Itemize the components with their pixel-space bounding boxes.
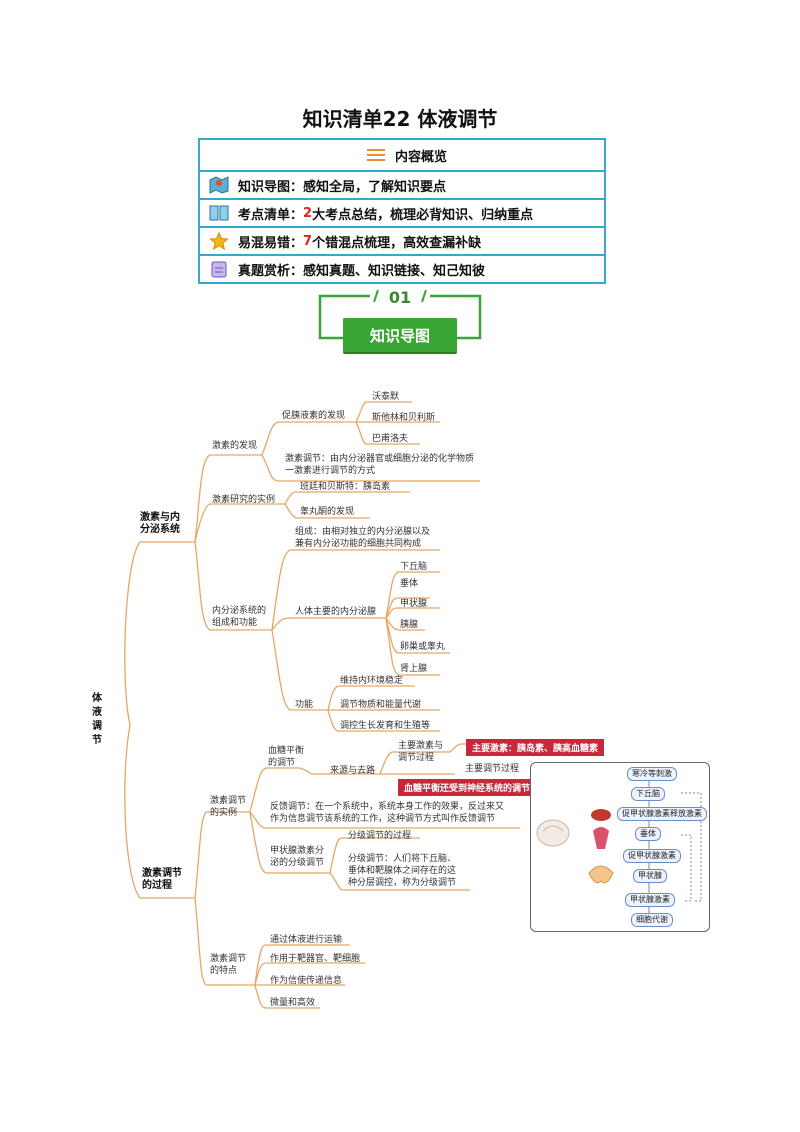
section-label: 知识导图 xyxy=(343,318,457,352)
overview-row-label: 考点清单： xyxy=(238,207,304,223)
section-badge-frame xyxy=(318,289,482,340)
mindmap-node-gland: 垂体 xyxy=(400,579,419,589)
mindmap-node-blood-sugar: 血糖平衡 的调节 xyxy=(268,746,305,768)
page-title: 知识清单22 体液调节 xyxy=(302,107,498,131)
overview-row-label: 知识导图： xyxy=(238,179,304,195)
overview-row-number: 7 xyxy=(303,233,313,249)
mindmap-connectors xyxy=(124,401,520,1009)
overview-row-text: 大考点总结，梳理必背知识、归纳重点 xyxy=(312,207,534,223)
overview-row-checklist: 考点清单： 2 大考点总结，梳理必背知识、归纳重点 xyxy=(200,198,604,226)
overview-row-text: 个错混点梳理，高效查漏补缺 xyxy=(312,235,482,251)
mindmap-node-discovery: 激素的发现 xyxy=(212,441,258,451)
mindmap-node-func-item: 调节物质和能量代谢 xyxy=(340,700,422,710)
diagram-box: 促甲状腺激素释放激素 xyxy=(617,807,707,821)
thyroid-diagram-art xyxy=(536,779,702,913)
highlight-nervous-regulation: 血糖平衡还受到神经系统的调节 xyxy=(398,779,537,796)
mindmap-node-function: 功能 xyxy=(295,700,314,710)
mindmap-node-trait: 通过体液进行运输 xyxy=(270,935,343,945)
overview-row-exam: 真题赏析： 感知真题、知识链接、知己知彼 xyxy=(200,254,604,282)
mindmap-node-examples: 激素调节 的实例 xyxy=(210,796,247,818)
mindmap-node-gland: 下丘脑 xyxy=(400,562,428,572)
diagram-box: 促甲状腺激素 xyxy=(623,849,681,863)
list-icon xyxy=(365,146,387,164)
mindmap-node-main-process: 主要调节过程 xyxy=(465,764,520,774)
section-number: 01 xyxy=(388,288,412,307)
mindmap-node-research: 激素研究的实例 xyxy=(212,495,276,505)
mindmap-node-feedback: 反馈调节：在一个系统中，系统本身工作的效果，反过来又 作为信息调节该系统的工作，… xyxy=(270,802,505,824)
overview-row-mistakes: 易混易错： 7 个错混点梳理，高效查漏补缺 xyxy=(200,226,604,254)
mindmap-node-traits: 激素调节 的特点 xyxy=(210,954,247,976)
thyroid-diagram: 寒冷等刺激 下丘脑 促甲状腺激素释放激素 垂体 促甲状腺激素 甲状腺 甲状腺激素… xyxy=(530,762,710,932)
star-icon xyxy=(208,232,230,250)
mindmap-node-hormone-regulation: 激素调节：由内分泌器官或细胞分泌的化学物质 一激素进行调节的方式 xyxy=(285,454,475,476)
mindmap-node-main-hormones: 主要激素与 调节过程 xyxy=(398,741,444,763)
mindmap-node-trait: 作为信使传递信息 xyxy=(270,976,343,986)
mindmap-node-gland: 肾上腺 xyxy=(400,664,428,674)
mindmap-node-scientist: 巴甫洛夫 xyxy=(372,434,409,444)
mindmap-node-hierarchy: 分级调节：人们将下丘脑、 垂体和靶腺体之间存在的这 种分层调控，称为分级调节 xyxy=(348,854,457,888)
diagram-box: 甲状腺激素 xyxy=(625,893,675,907)
diagram-box: 下丘脑 xyxy=(631,787,665,801)
mindmap-branch-hormone-system: 激素与内 分泌系统 xyxy=(140,512,180,535)
overview-row-text: 感知全局，了解知识要点 xyxy=(303,179,447,195)
mindmap-node-thyroid: 甲状腺激素分 泌的分级调节 xyxy=(270,846,325,868)
overview-row-text: 感知真题、知识链接、知己知彼 xyxy=(303,263,486,279)
book-icon xyxy=(208,204,230,222)
mindmap-root: 体 液 调 节 xyxy=(92,693,102,746)
overview-row-label: 真题赏析： xyxy=(238,263,304,279)
mindmap-node-gland: 胰腺 xyxy=(400,620,419,630)
mindmap-node-gland: 甲状腺 xyxy=(400,599,428,609)
mindmap-node-gland: 卵巢或睾丸 xyxy=(400,642,446,652)
mindmap-node-scientist: 斯他林和贝利斯 xyxy=(372,413,436,423)
mindmap-node-source: 来源与去路 xyxy=(330,766,376,776)
map-icon xyxy=(208,176,230,194)
diagram-box: 寒冷等刺激 xyxy=(627,767,677,781)
mindmap-node-secretin: 促胰液素的发现 xyxy=(282,411,346,421)
mindmap-branch-process: 激素调节 的过程 xyxy=(142,868,182,891)
mindmap-node-endocrine: 内分泌系统的 组成和功能 xyxy=(212,606,267,628)
overview-header-text: 内容概览 xyxy=(394,149,447,165)
diagram-box: 甲状腺 xyxy=(633,869,667,883)
diagram-box: 垂体 xyxy=(635,827,661,841)
mindmap-node-testosterone: 睾丸酮的发现 xyxy=(300,507,355,517)
overview-table: 内容概览 知识导图： 感知全局，了解知识要点 考点清单： 2 大考点总结，梳理必… xyxy=(198,138,606,284)
overview-row-label: 易混易错： xyxy=(238,235,304,251)
overview-row-map: 知识导图： 感知全局，了解知识要点 xyxy=(200,170,604,198)
mindmap-node-trait: 微量和高效 xyxy=(270,998,316,1008)
mindmap-node-composition: 组成：由相对独立的内分泌腺以及 兼有内分泌功能的细胞共同构成 xyxy=(295,527,431,549)
overview-header: 内容概览 xyxy=(200,140,604,170)
mindmap-node-func-item: 维持内环境稳定 xyxy=(340,676,404,686)
mindmap-node-glands: 人体主要的内分泌腺 xyxy=(295,607,377,617)
highlight-main-hormones: 主要激素：胰岛素、胰高血糖素 xyxy=(466,739,605,756)
diagram-box: 细胞代谢 xyxy=(631,913,673,927)
mindmap-node-trait: 作用于靶器官、靶细胞 xyxy=(270,954,361,964)
mindmap-node-hierarchy-process: 分级调节的过程 xyxy=(348,831,412,841)
overview-row-number: 2 xyxy=(303,205,313,221)
clipboard-icon xyxy=(208,260,230,278)
mindmap-node-func-item: 调控生长发育和生殖等 xyxy=(340,721,431,731)
mindmap-node-insulin: 班廷和贝斯特：胰岛素 xyxy=(300,482,391,492)
mindmap-node-scientist: 沃泰默 xyxy=(372,392,400,402)
